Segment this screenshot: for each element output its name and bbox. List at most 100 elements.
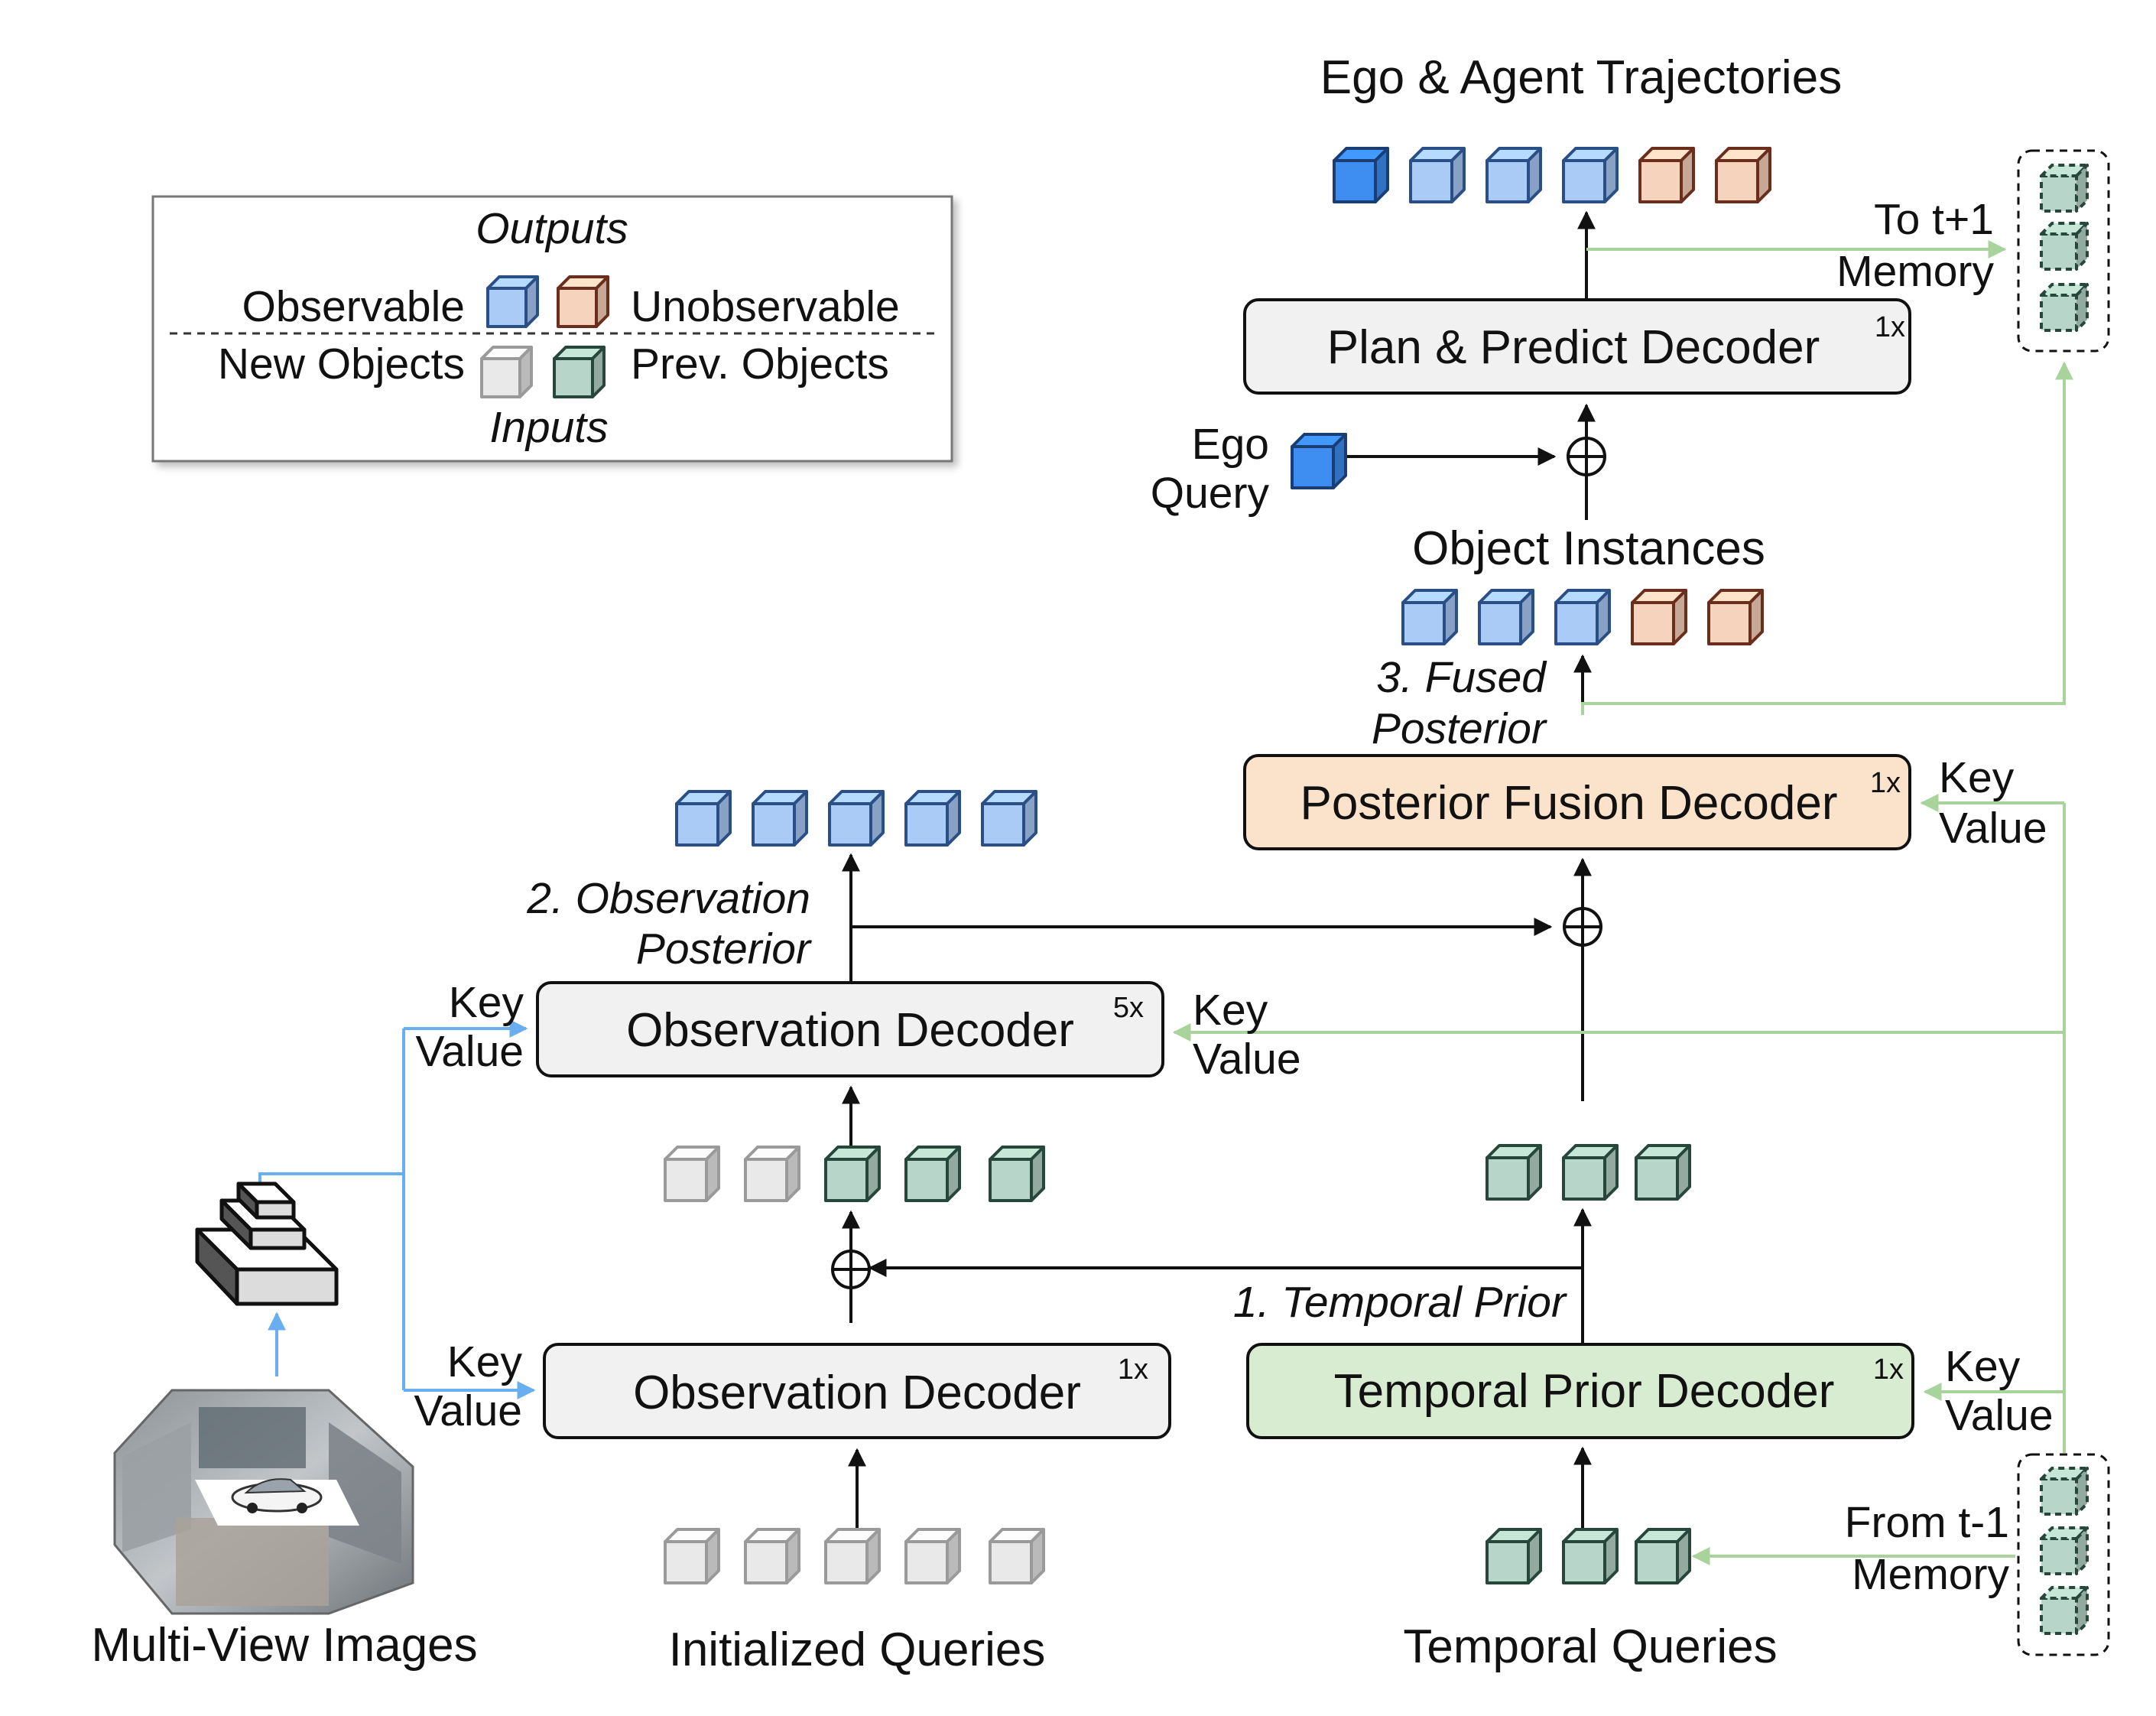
ego-query-cube	[1291, 433, 1347, 489]
memory-box-bottom	[2017, 1453, 2110, 1656]
observation-decoder-bottom: Observation Decoder 1x	[543, 1343, 1171, 1439]
legend-unobservable-cube	[557, 275, 609, 328]
plan-predict-decoder: Plan & Predict Decoder 1x	[1243, 298, 1911, 395]
observation-decoder-top-label: Observation Decoder	[626, 1004, 1074, 1057]
value-label-posterior: Value	[1939, 804, 2047, 853]
temporal-prior-cube-1	[1485, 1144, 1542, 1201]
observation-posterior-label-2: Posterior	[636, 925, 812, 973]
car-icon	[231, 1478, 323, 1513]
sum-operator-observation	[831, 1250, 871, 1289]
temporal-query-cube-1	[1485, 1528, 1542, 1584]
memory-top-label: Memory	[1836, 247, 1994, 296]
sum-operator-plan	[1567, 437, 1606, 476]
legend-inputs-label: Inputs	[489, 403, 608, 452]
plan-predict-decoder-label: Plan & Predict Decoder	[1327, 321, 1820, 374]
temporal-prior-cube-3	[1635, 1144, 1691, 1201]
value-label-obs-top-left: Value	[415, 1027, 524, 1076]
initialized-queries-label: Initialized Queries	[669, 1623, 1046, 1676]
observation-posterior-cube-4	[904, 790, 961, 847]
temporal-query-cube-2	[1562, 1528, 1619, 1584]
legend-new-objects-label: New Objects	[218, 340, 465, 388]
trajectory-cube-1	[1333, 147, 1389, 203]
temporal-prior-decoder-count: 1x	[1873, 1354, 1904, 1386]
trajectory-cube-3	[1485, 147, 1542, 203]
legend-unobservable-label: Unobservable	[631, 282, 900, 331]
object-instance-cube-1	[1401, 589, 1458, 645]
image-feature-arrows	[258, 1019, 536, 1399]
trajectory-cube-5	[1638, 147, 1695, 203]
value-label-obs-top-right: Value	[1193, 1035, 1301, 1084]
fused-posterior-label-2: Posterior	[1372, 704, 1547, 753]
observation-posterior-label-1: 2. Observation	[526, 874, 810, 923]
legend-outputs-label: Outputs	[476, 204, 628, 253]
temporal-prior-decoder-label: Temporal Prior Decoder	[1334, 1365, 1835, 1418]
ego-agent-trajectories-label: Ego & Agent Trajectories	[1320, 51, 1842, 104]
legend-prev-objects-label: Prev. Objects	[631, 340, 889, 388]
sum-operator-posterior	[1563, 907, 1602, 947]
memory-top-cube-3	[2040, 283, 2089, 332]
feature-pyramid-icon	[195, 1181, 339, 1306]
initialized-query-cube-3	[824, 1528, 881, 1584]
merged-query-cube-3	[824, 1146, 881, 1202]
observation-posterior-cube-2	[752, 790, 808, 847]
value-label-obs-bottom: Value	[414, 1386, 522, 1435]
observation-posterior-cube-3	[828, 790, 885, 847]
temporal-prior-label: 1. Temporal Prior	[1233, 1278, 1567, 1327]
object-instances-label: Object Instances	[1412, 522, 1765, 575]
multi-view-images-label: Multi-View Images	[91, 1619, 477, 1672]
observation-posterior-cube-1	[675, 790, 732, 847]
object-instance-cube-2	[1478, 589, 1534, 645]
observation-posterior-cube-5	[981, 790, 1037, 847]
merged-query-cube-1	[664, 1146, 720, 1202]
legend-observable-cube	[486, 275, 539, 328]
trajectory-cube-6	[1715, 147, 1771, 203]
observation-decoder-bottom-count: 1x	[1118, 1354, 1148, 1386]
key-label-posterior: Key	[1939, 753, 2015, 802]
to-t-plus-1-label: To t+1	[1874, 195, 1994, 244]
memory-bottom-label: Memory	[1852, 1550, 2009, 1599]
plan-predict-decoder-count: 1x	[1875, 311, 1905, 343]
posterior-fusion-decoder-label: Posterior Fusion Decoder	[1300, 777, 1838, 830]
memory-top-cube-2	[2040, 222, 2089, 271]
merged-query-cube-4	[904, 1146, 961, 1202]
key-label-obs-bottom: Key	[447, 1337, 523, 1386]
observation-decoder-bottom-label: Observation Decoder	[633, 1367, 1081, 1419]
fused-posterior-label-1: 3. Fused	[1376, 653, 1547, 702]
initialized-query-cube-1	[664, 1528, 720, 1584]
object-instance-cube-3	[1554, 589, 1611, 645]
sum-operators	[831, 437, 1606, 1289]
value-label-temporal: Value	[1945, 1391, 2054, 1440]
legend-observable-label: Observable	[242, 282, 466, 331]
query-label: Query	[1151, 469, 1270, 518]
merged-query-cube-2	[744, 1146, 800, 1202]
legend-new-objects-cube	[480, 346, 533, 398]
key-label-temporal: Key	[1945, 1342, 2021, 1391]
memory-top-cube-1	[2040, 164, 2089, 213]
temporal-query-cube-3	[1635, 1528, 1691, 1584]
trajectory-cube-2	[1409, 147, 1466, 203]
memory-bottom-cube-1	[2040, 1467, 2089, 1516]
key-label-obs-top-left: Key	[449, 978, 524, 1027]
legend-prev-objects-cube	[553, 346, 606, 398]
initialized-query-cube-2	[744, 1528, 800, 1584]
posterior-fusion-decoder-count: 1x	[1870, 767, 1901, 799]
posterior-fusion-decoder: Posterior Fusion Decoder 1x	[1243, 754, 1911, 850]
temporal-prior-decoder: Temporal Prior Decoder 1x	[1246, 1343, 1914, 1439]
memory-bottom-cube-2	[2040, 1526, 2089, 1575]
temporal-queries-label: Temporal Queries	[1403, 1620, 1777, 1673]
from-t-minus-1-label: From t-1	[1845, 1498, 2009, 1547]
memory-arrows	[1172, 240, 2073, 1565]
initialized-query-cube-4	[904, 1528, 961, 1584]
trajectory-cube-4	[1562, 147, 1619, 203]
memory-box-top	[2017, 149, 2110, 353]
object-instance-cube-5	[1707, 589, 1764, 645]
memory-bottom-cube-3	[2040, 1586, 2089, 1635]
multi-view-images-icon	[113, 1389, 414, 1615]
merged-query-cube-5	[989, 1146, 1045, 1202]
object-instance-cube-4	[1631, 589, 1687, 645]
ego-label: Ego	[1192, 420, 1269, 469]
data-flow-arrows	[842, 210, 1596, 1529]
initialized-query-cube-5	[989, 1528, 1045, 1584]
observation-decoder-top-count: 5x	[1113, 992, 1144, 1024]
